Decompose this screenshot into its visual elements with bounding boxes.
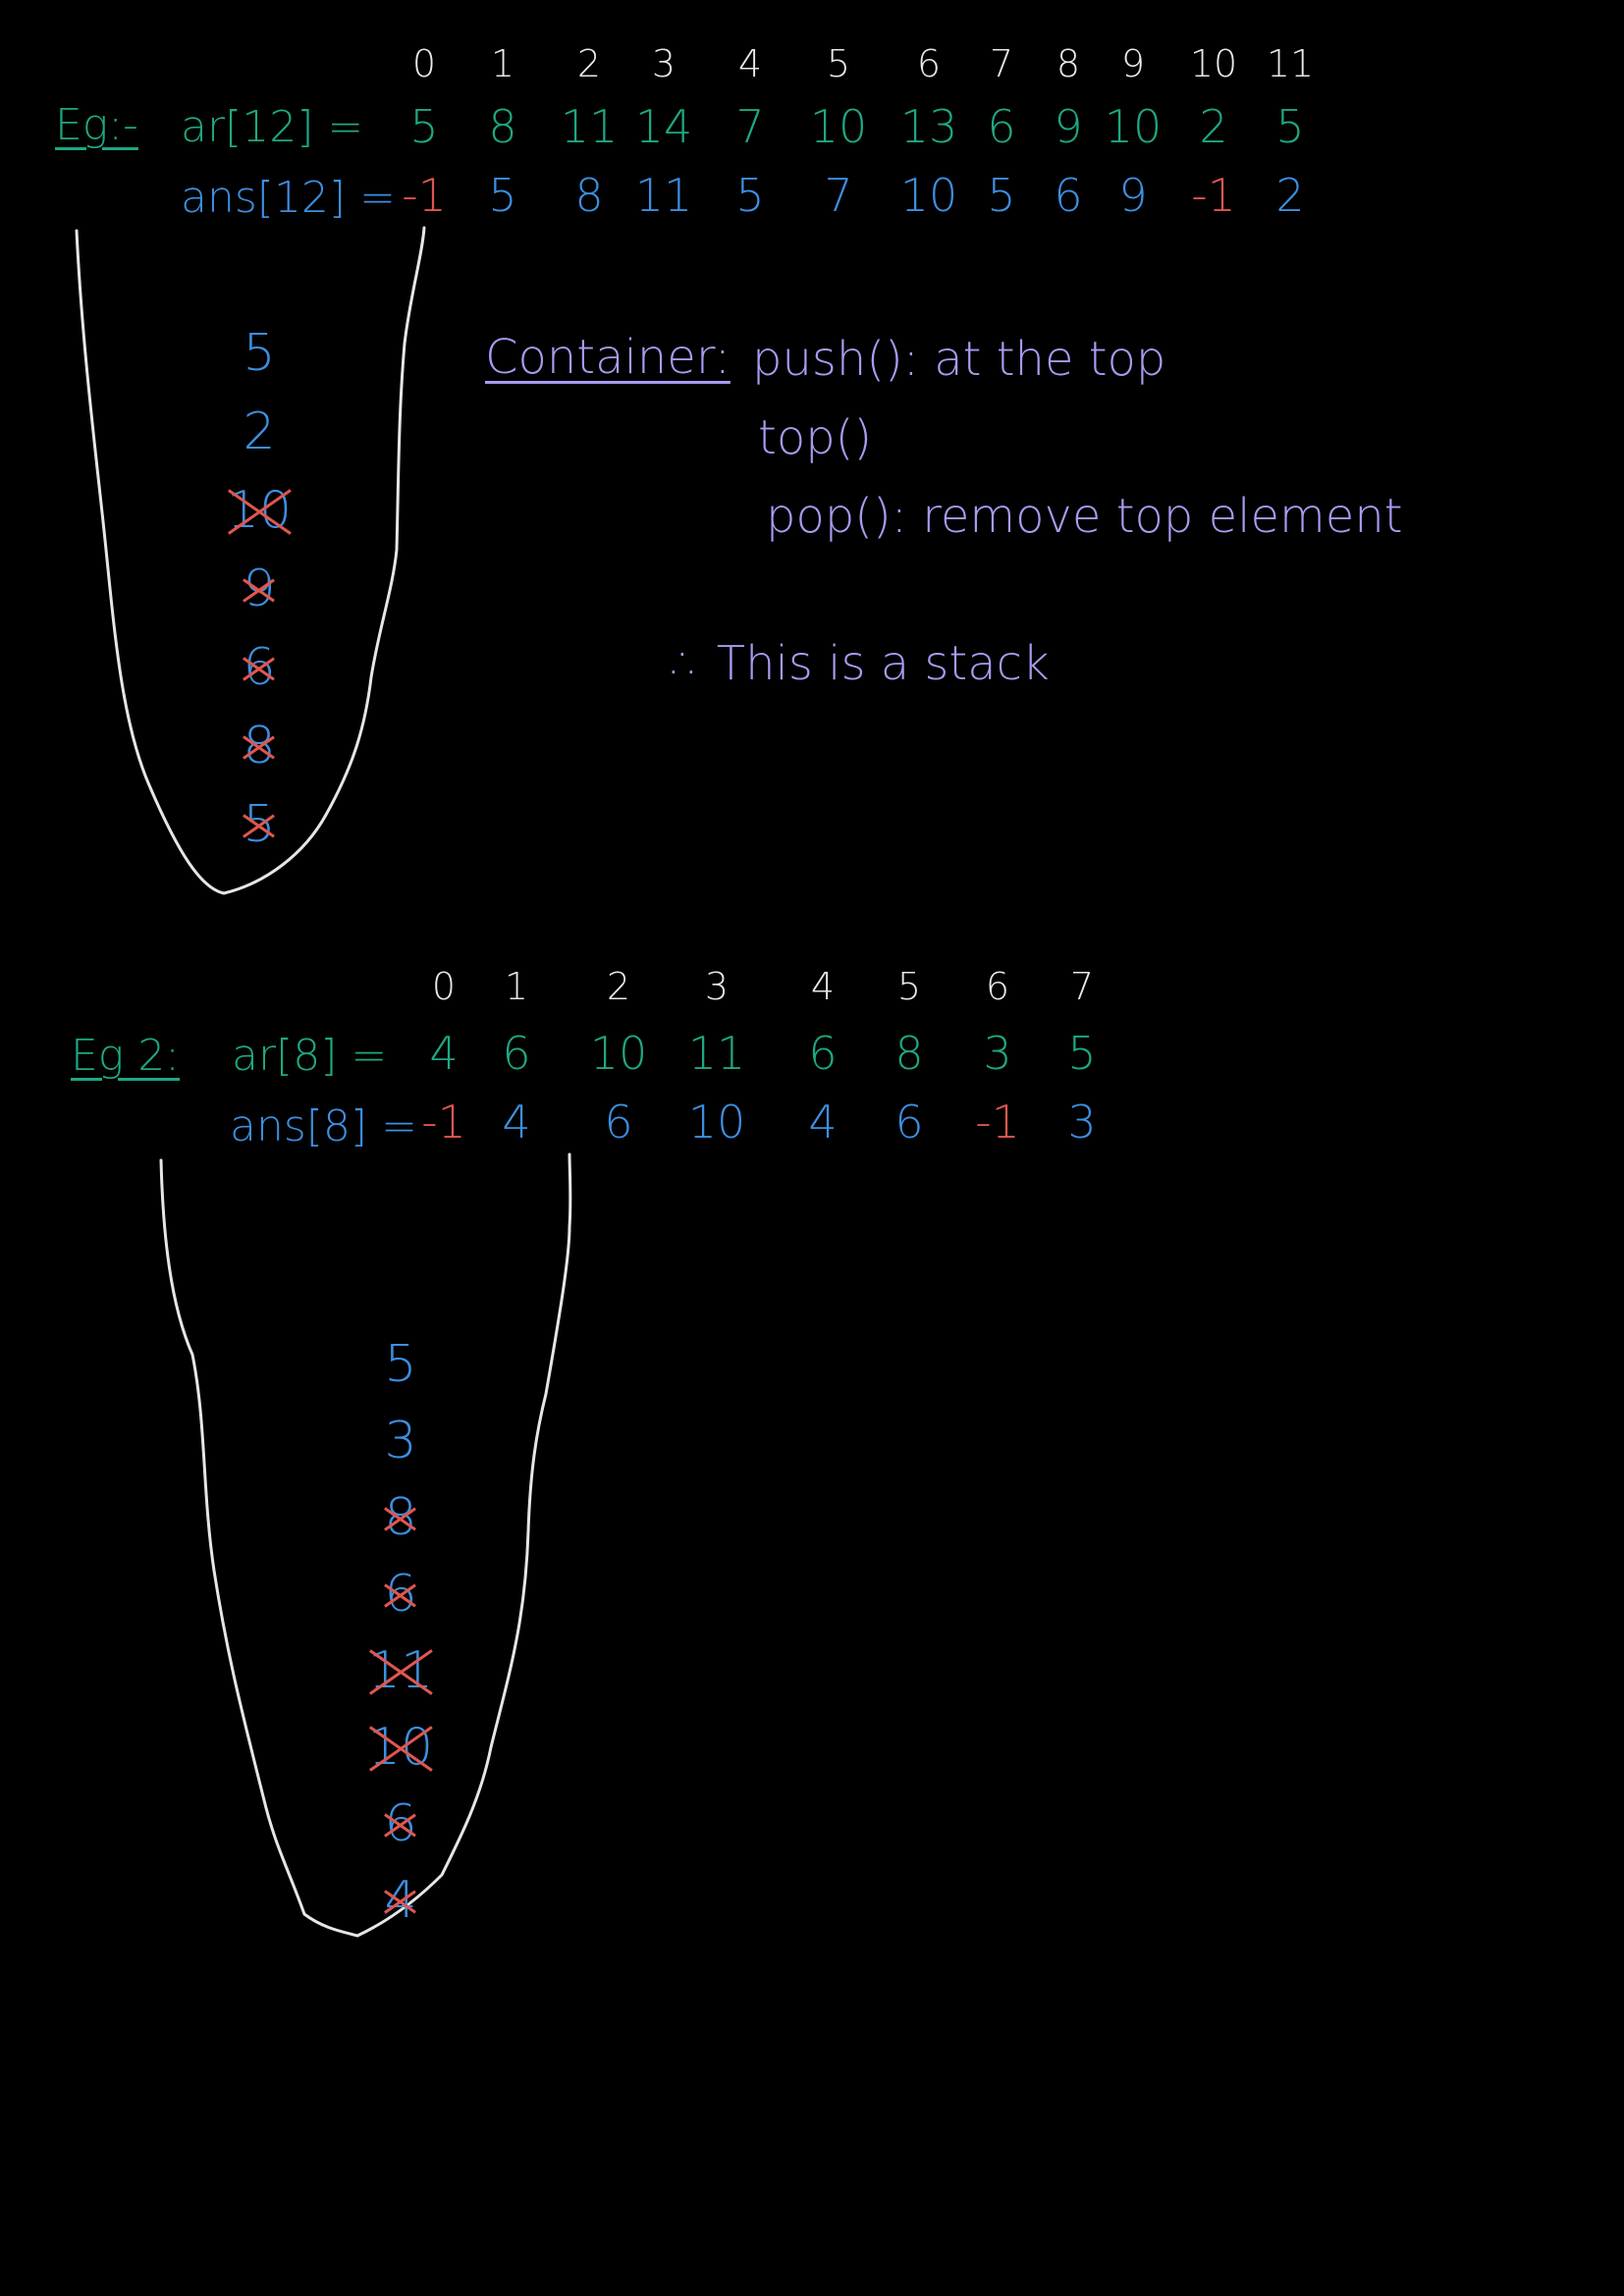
example2-stack-item-6: 6 <box>384 1794 417 1853</box>
example1-index-8: 8 <box>1056 42 1081 85</box>
example2-index-2: 2 <box>606 965 631 1008</box>
example2-stack-item-1: 3 <box>384 1412 417 1470</box>
example2-index-0: 0 <box>431 965 457 1008</box>
example1-ans-value-7: 5 <box>987 169 1016 222</box>
example1-arr-value-0: 5 <box>409 100 439 153</box>
example1-arr-value-2: 11 <box>560 100 619 153</box>
example2-ans-label: ans[8] = <box>230 1101 417 1151</box>
example2-ans-value-3: 10 <box>687 1095 746 1148</box>
example1-index-2: 2 <box>576 42 602 85</box>
example2-label: Eg 2: <box>71 1031 181 1081</box>
example1-ans-value-1: 5 <box>488 169 517 222</box>
example2-ans-value-0: -1 <box>421 1095 466 1148</box>
example2-arr-value-6: 3 <box>983 1027 1012 1080</box>
example1-ans-value-5: 7 <box>824 169 853 222</box>
example1-arr-value-5: 10 <box>809 100 868 153</box>
example1-label: Eg:- <box>55 100 138 150</box>
top-description: top() <box>758 410 873 465</box>
example1-ans-value-3: 11 <box>634 169 693 222</box>
example1-index-7: 7 <box>989 42 1014 85</box>
example1-arr-value-4: 7 <box>735 100 765 153</box>
example2-stack-item-4: 11 <box>367 1641 434 1700</box>
example2-arr-value-5: 8 <box>894 1027 924 1080</box>
example1-stack-item-4: 6 <box>243 638 276 697</box>
example1-arr-value-10: 2 <box>1199 100 1228 153</box>
example1-index-11: 11 <box>1266 42 1315 85</box>
example1-ans-value-10: -1 <box>1191 169 1236 222</box>
example2-index-4: 4 <box>810 965 836 1008</box>
example2-arr-value-0: 4 <box>429 1027 459 1080</box>
example2-arr-value-2: 10 <box>589 1027 648 1080</box>
example1-stack-item-5: 8 <box>243 717 276 775</box>
example1-ans-value-2: 8 <box>574 169 604 222</box>
example1-ans-value-11: 2 <box>1275 169 1305 222</box>
example2-stack-item-3: 6 <box>384 1565 417 1624</box>
example1-ans-value-8: 6 <box>1054 169 1083 222</box>
example2-index-1: 1 <box>504 965 529 1008</box>
example2-index-5: 5 <box>896 965 922 1008</box>
example1-ans-value-4: 5 <box>735 169 765 222</box>
example1-ans-label: ans[12] = <box>181 173 396 223</box>
example1-arr-label: ar[12] = <box>181 102 364 152</box>
example2-ans-value-2: 6 <box>604 1095 633 1148</box>
example1-index-5: 5 <box>826 42 851 85</box>
example2-ans-value-4: 4 <box>808 1095 838 1148</box>
example1-index-10: 10 <box>1189 42 1238 85</box>
example1-index-4: 4 <box>737 42 763 85</box>
example2-arr-value-7: 5 <box>1067 1027 1097 1080</box>
example1-arr-value-7: 6 <box>987 100 1016 153</box>
example1-arr-value-8: 9 <box>1054 100 1083 153</box>
example2-stack-item-0: 5 <box>384 1335 417 1394</box>
example1-arr-value-6: 13 <box>899 100 958 153</box>
example1-ans-value-9: 9 <box>1118 169 1148 222</box>
stack-conclusion: ∴ This is a stack <box>672 636 1050 691</box>
example1-arr-value-9: 10 <box>1104 100 1163 153</box>
example2-stack-item-7: 4 <box>384 1871 417 1930</box>
example2-stack-item-2: 8 <box>384 1488 417 1547</box>
example1-arr-value-3: 14 <box>634 100 693 153</box>
example2-index-7: 7 <box>1069 965 1095 1008</box>
example1-arr-value-11: 5 <box>1275 100 1305 153</box>
example1-stack-item-3: 9 <box>243 560 276 618</box>
pop-description: pop(): remove top element <box>766 489 1403 544</box>
example2-index-6: 6 <box>985 965 1010 1008</box>
example1-stack-item-0: 5 <box>243 324 276 383</box>
example1-arr-value-1: 8 <box>488 100 517 153</box>
example1-index-9: 9 <box>1120 42 1146 85</box>
example1-ans-value-0: -1 <box>402 169 447 222</box>
push-description: push(): at the top <box>752 332 1166 387</box>
example1-stack-item-2: 10 <box>226 481 293 540</box>
example1-index-1: 1 <box>490 42 515 85</box>
example2-ans-value-6: -1 <box>975 1095 1020 1148</box>
stack2-outline <box>159 1152 572 1938</box>
example2-index-3: 3 <box>704 965 730 1008</box>
container-title: Container: <box>485 330 731 385</box>
stack1-outline <box>75 226 426 895</box>
example2-arr-value-4: 6 <box>808 1027 838 1080</box>
example2-arr-label: ar[8] = <box>232 1031 388 1081</box>
example2-ans-value-7: 3 <box>1067 1095 1097 1148</box>
example2-stack-item-5: 10 <box>367 1718 434 1777</box>
example2-arr-value-3: 11 <box>687 1027 746 1080</box>
example2-ans-value-5: 6 <box>894 1095 924 1148</box>
example2-arr-value-1: 6 <box>502 1027 531 1080</box>
example2-ans-value-1: 4 <box>502 1095 531 1148</box>
example1-index-0: 0 <box>411 42 437 85</box>
example1-index-6: 6 <box>916 42 942 85</box>
example1-stack-item-6: 5 <box>243 795 276 854</box>
example1-index-3: 3 <box>651 42 677 85</box>
example1-stack-item-1: 2 <box>243 402 276 461</box>
example1-ans-value-6: 10 <box>899 169 958 222</box>
